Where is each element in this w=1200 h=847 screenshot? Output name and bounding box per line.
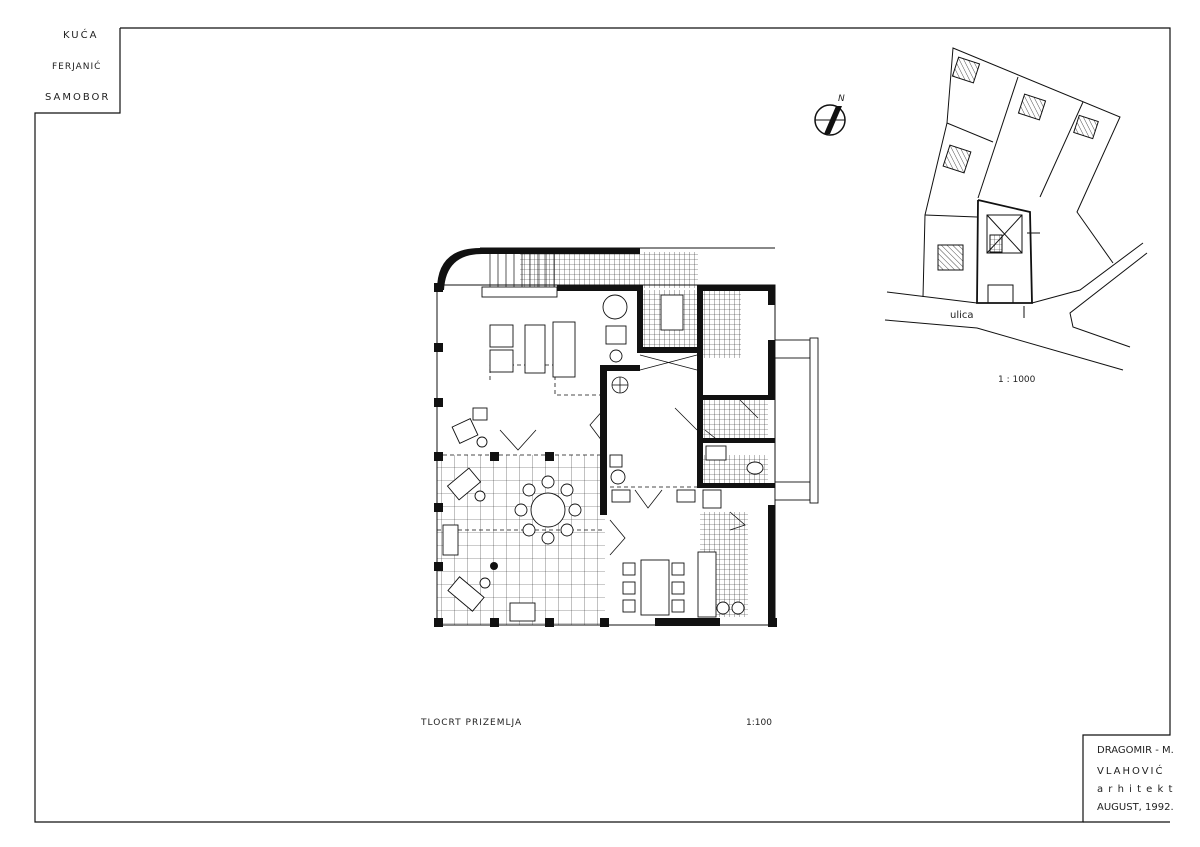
plan-scale: 1:100: [746, 718, 772, 728]
north-arrow: [814, 104, 846, 136]
architect-name-line-2: VLAHOVIĆ: [1097, 766, 1165, 777]
sheet-frame: [34, 27, 1171, 823]
street-label: ulica: [950, 310, 974, 321]
title-block-line-1: KUĆA: [63, 30, 99, 41]
plan-title: TLOCRT PRIZEMLJA: [421, 718, 523, 728]
site-plan: [884, 47, 1148, 371]
site-plan-scale: 1 : 1000: [998, 375, 1036, 385]
compass-rose-small: [611, 376, 629, 394]
architect-profession: a r h i t e k t: [1097, 784, 1174, 795]
drawing-date: AUGUST, 1992.: [1097, 802, 1174, 813]
architect-name-line-1: DRAGOMIR - M.: [1097, 745, 1174, 756]
north-label: N: [838, 94, 847, 104]
floor-plan: [434, 247, 819, 627]
title-block-line-2: FERJANIĆ: [52, 62, 102, 72]
neighbour-houses: [937, 56, 1099, 271]
title-block-line-3: SAMOBOR: [45, 92, 111, 103]
